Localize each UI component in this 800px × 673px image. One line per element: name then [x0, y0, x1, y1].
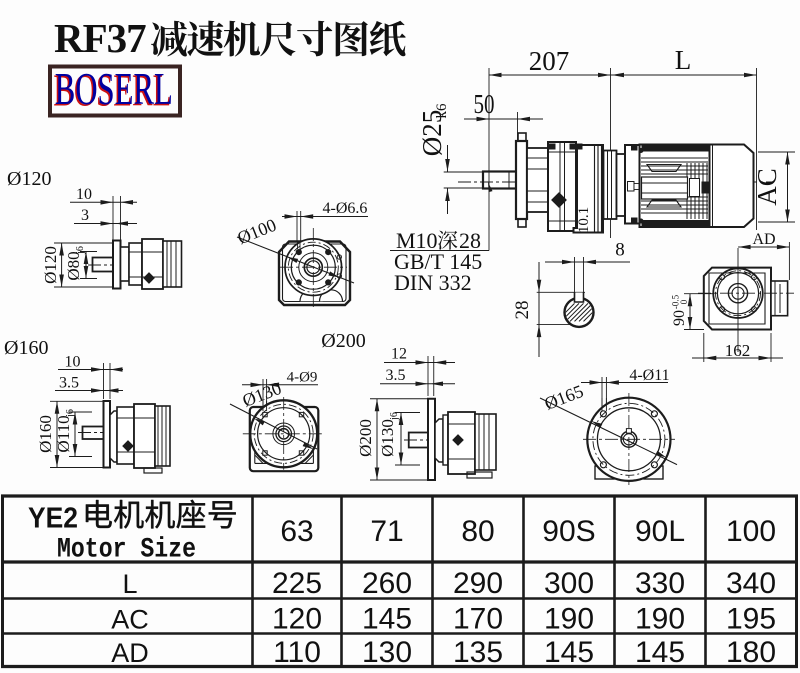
svg-text:63: 63 — [280, 515, 313, 548]
svg-text:28: 28 — [459, 228, 481, 253]
svg-text:Ø110: Ø110 — [54, 415, 73, 452]
svg-text:340: 340 — [726, 567, 776, 600]
svg-text:YE2: YE2 — [28, 503, 78, 535]
svg-text:71: 71 — [370, 515, 403, 548]
svg-text:50: 50 — [474, 89, 495, 119]
svg-text:90: 90 — [671, 310, 688, 326]
svg-text:Ø120: Ø120 — [41, 246, 60, 284]
svg-text:225: 225 — [272, 567, 322, 600]
svg-text:j6: j6 — [75, 246, 86, 255]
svg-text:RF37: RF37 — [54, 15, 146, 61]
svg-text:10: 10 — [76, 186, 92, 203]
svg-text:145: 145 — [635, 636, 685, 669]
svg-text:100: 100 — [726, 515, 776, 548]
svg-text:Ø80: Ø80 — [64, 251, 83, 280]
svg-text:Ø200: Ø200 — [356, 419, 375, 457]
svg-text:80: 80 — [461, 515, 494, 548]
svg-text:GB/T 145: GB/T 145 — [394, 249, 482, 274]
svg-text:207: 207 — [529, 46, 570, 76]
svg-text:90S: 90S — [542, 515, 595, 548]
svg-text:Ø25: Ø25 — [417, 110, 447, 157]
svg-text:AD: AD — [111, 638, 149, 668]
svg-text:190: 190 — [635, 603, 685, 636]
svg-text:L: L — [122, 569, 137, 599]
svg-text:Ø200: Ø200 — [321, 330, 365, 352]
svg-text:290: 290 — [453, 567, 503, 600]
svg-text:L: L — [675, 45, 692, 75]
svg-text:28: 28 — [512, 301, 533, 320]
svg-text:135: 135 — [453, 636, 503, 669]
svg-text:j6: j6 — [389, 412, 400, 421]
svg-text:AD: AD — [752, 231, 775, 248]
svg-text:162: 162 — [725, 341, 751, 360]
svg-text:Ø120: Ø120 — [7, 168, 51, 190]
svg-text:190: 190 — [544, 603, 594, 636]
svg-text:110: 110 — [273, 636, 321, 669]
svg-text:k6: k6 — [434, 103, 450, 119]
svg-text:260: 260 — [362, 567, 412, 600]
svg-text:130: 130 — [362, 636, 412, 669]
svg-text:170: 170 — [453, 603, 503, 636]
svg-text:330: 330 — [635, 567, 685, 600]
svg-text:300: 300 — [544, 567, 594, 600]
svg-text:180: 180 — [726, 636, 776, 669]
svg-text:145: 145 — [362, 603, 412, 636]
svg-text:Ø160: Ø160 — [4, 337, 48, 359]
svg-text:195: 195 — [726, 603, 776, 636]
svg-text:12: 12 — [391, 346, 407, 363]
svg-text:8: 8 — [615, 240, 625, 261]
svg-text:Ø130: Ø130 — [378, 419, 397, 457]
svg-text:120: 120 — [272, 603, 322, 636]
svg-text:AC: AC — [111, 605, 149, 635]
svg-text:4-Ø11: 4-Ø11 — [629, 367, 669, 384]
svg-text:DIN 332: DIN 332 — [394, 270, 472, 295]
svg-text:AC: AC — [752, 168, 782, 206]
svg-text:90L: 90L — [635, 515, 685, 548]
svg-text:4-Ø6.6: 4-Ø6.6 — [323, 200, 368, 217]
svg-text:BOSERL: BOSERL — [53, 65, 171, 115]
svg-text:3: 3 — [81, 207, 89, 224]
svg-text:3.5: 3.5 — [386, 367, 406, 384]
svg-text:-0.5: -0.5 — [671, 294, 681, 309]
svg-text:0: 0 — [679, 299, 689, 304]
svg-text:145: 145 — [544, 636, 594, 669]
svg-text:10: 10 — [65, 354, 81, 371]
svg-text:4-Ø9: 4-Ø9 — [287, 370, 318, 386]
svg-text:Ø160: Ø160 — [36, 415, 55, 453]
svg-text:BOSERL: BOSERL — [55, 64, 173, 114]
svg-text:j6: j6 — [65, 409, 76, 418]
svg-text:3.5: 3.5 — [59, 375, 79, 392]
svg-text:10.1: 10.1 — [576, 207, 592, 233]
svg-text:Motor Size: Motor Size — [57, 535, 196, 566]
svg-text:M10: M10 — [396, 228, 438, 253]
